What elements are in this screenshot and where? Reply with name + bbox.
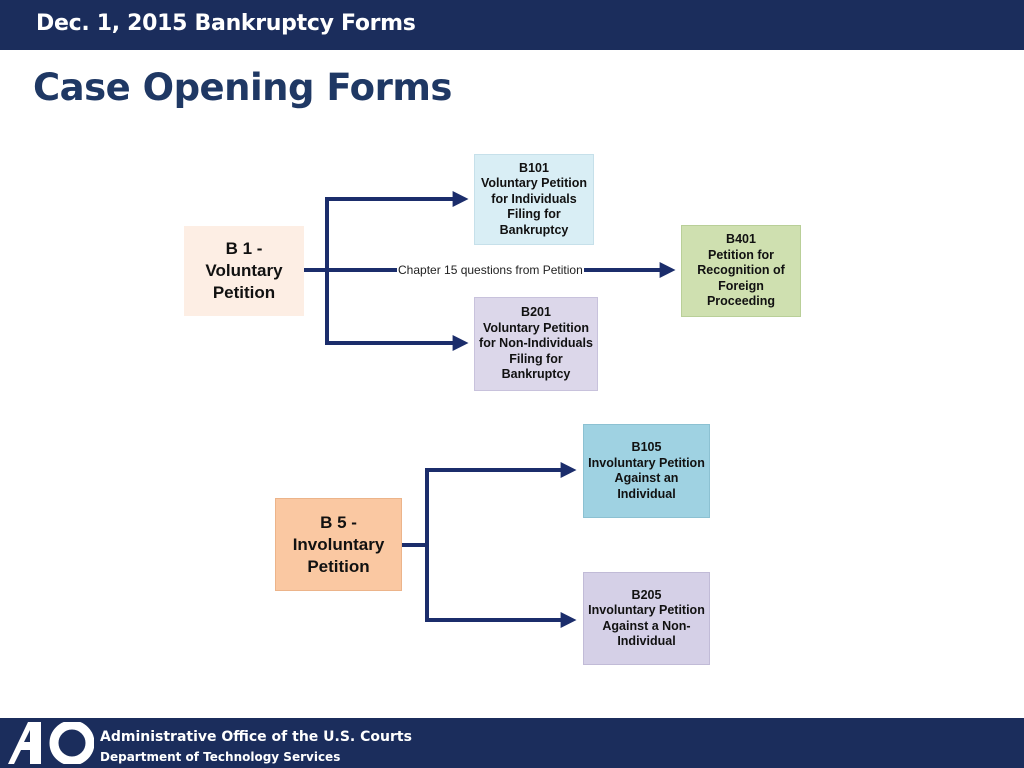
connector-b5-to-b205 <box>425 545 577 628</box>
footer-department: Department of Technology Services <box>100 750 341 764</box>
node-b205: B205 Involuntary Petition Against a Non-… <box>583 572 710 665</box>
edge-label-chapter15: Chapter 15 questions from Petition <box>397 263 584 277</box>
page-title: Case Opening Forms <box>33 66 452 109</box>
node-b105: B105 Involuntary Petition Against an Ind… <box>583 424 710 518</box>
connector-b5-to-b105 <box>402 462 577 547</box>
header-bar: Dec. 1, 2015 Bankruptcy Forms <box>0 0 1024 50</box>
node-b201: B201 Voluntary Petition for Non-Individu… <box>474 297 598 391</box>
header-title: Dec. 1, 2015 Bankruptcy Forms <box>36 11 416 36</box>
footer-org-name: Administrative Office of the U.S. Courts <box>100 729 412 745</box>
node-b401: B401 Petition for Recognition of Foreign… <box>681 225 801 317</box>
footer-bar: Administrative Office of the U.S. Courts… <box>0 718 1024 768</box>
connector-b1-to-b201 <box>325 270 469 351</box>
node-b101: B101 Voluntary Petition for Individuals … <box>474 154 594 245</box>
node-b5-involuntary-petition: B 5 - Involuntary Petition <box>275 498 402 591</box>
node-b1-voluntary-petition: B 1 - Voluntary Petition <box>184 226 304 316</box>
connector-b1-to-b101 <box>304 191 469 272</box>
ao-logo <box>8 722 94 764</box>
